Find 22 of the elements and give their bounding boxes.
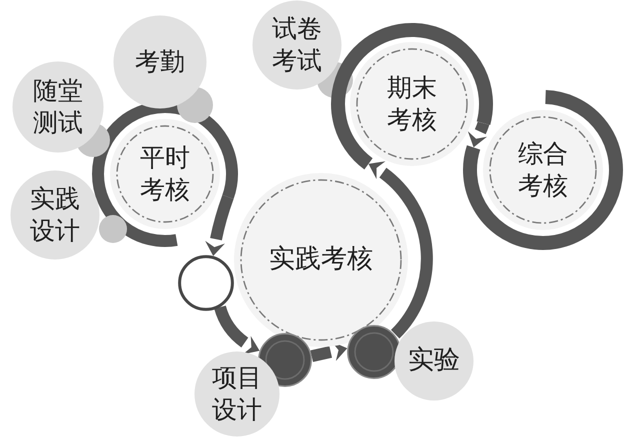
circle-label: 实验 — [407, 344, 461, 378]
circle-label: 实践考核 — [269, 243, 373, 276]
sub-item-circle — [252, 0, 342, 90]
sub-item-circle — [394, 321, 474, 401]
circle-label: 平时考核 — [139, 142, 191, 206]
topic-circle — [234, 173, 408, 347]
sub-item-circle — [194, 351, 280, 437]
sub-item-circle — [12, 61, 104, 153]
flow-arrow — [468, 122, 490, 150]
circle-label: 期末考核 — [386, 72, 438, 136]
circle-label: 随堂测试 — [32, 74, 84, 139]
circle-label: 考勤 — [134, 46, 186, 78]
sub-item-circle — [113, 15, 207, 109]
circle-label: 综合考核 — [517, 138, 569, 202]
circle-label: 项目设计 — [211, 362, 263, 426]
ringed-circle — [463, 90, 623, 250]
hollow-circle — [178, 255, 234, 311]
circle-label: 试卷考试 — [271, 12, 323, 77]
sub-item-circle — [10, 170, 100, 260]
flow-arrow — [205, 194, 234, 257]
junction-circle — [347, 325, 401, 379]
circle-label: 实践设计 — [29, 182, 81, 247]
